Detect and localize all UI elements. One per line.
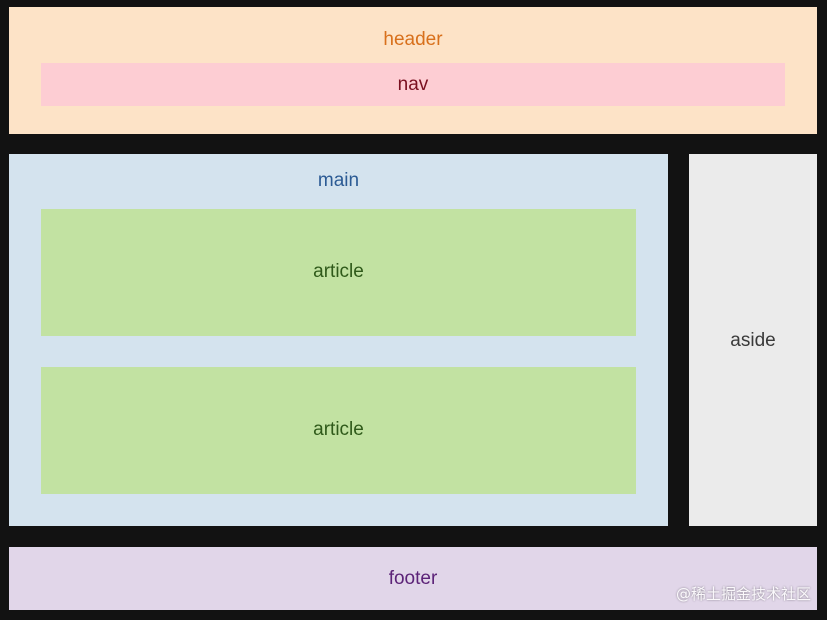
nav-label: nav: [397, 74, 429, 95]
header-label: header: [383, 29, 443, 50]
main-label: main: [317, 170, 360, 191]
footer-block: footer: [9, 547, 817, 610]
article-block-1: article: [41, 209, 636, 336]
footer-label: footer: [388, 568, 438, 589]
article-label-2: article: [313, 419, 364, 440]
aside-block: aside: [689, 154, 817, 526]
nav-block: nav: [41, 63, 785, 106]
header-block: header nav: [9, 7, 817, 134]
main-block: main article article: [9, 154, 668, 526]
watermark: @稀土掘金技术社区: [675, 585, 811, 603]
article-label-1: article: [313, 261, 364, 282]
article-block-2: article: [41, 367, 636, 494]
aside-label: aside: [730, 330, 776, 351]
